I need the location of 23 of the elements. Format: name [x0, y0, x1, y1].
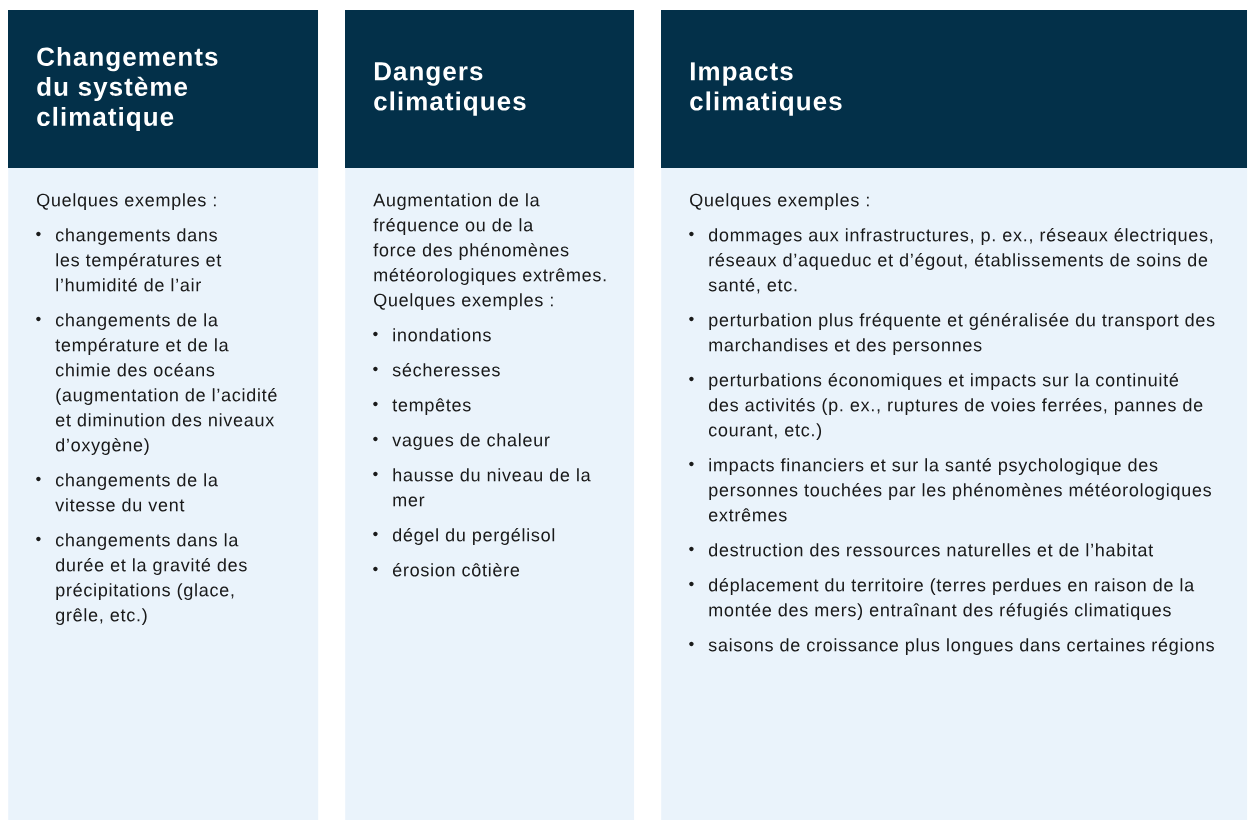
list-item: perturbations économiques et impacts sur la continuité des activités (p. ex., ruptures de voies ferrées, pannes de courant, etc.) [708, 373, 1203, 440]
list-item: sécheresses [392, 363, 500, 377]
column-heading: Changements du système climatique [37, 46, 218, 132]
list-item: impacts financiers et sur la santé psychologique des personnes touchées par les phénomènes météorologiques extrêmes [709, 458, 1211, 522]
list-item: changements dans les températures et l’humidité de l’air [55, 228, 222, 292]
list-item: perturbation plus fréquente et généralisée du transport des marchandises et des personnes [709, 313, 1215, 355]
list-item: changements dans la durée et la gravité des précipitations (glace, grêle, etc.) [55, 533, 247, 625]
column-heading: Impacts climatiques [690, 62, 842, 116]
intro-text: Quelques exemples : [37, 193, 216, 210]
list-item: érosion côtière [393, 563, 520, 577]
intro-text: Augmentation de la fréquence ou de la force des phénomènes météorologiques extrêmes. Quelques exemples : [373, 193, 606, 310]
list-item: changements de la vitesse du vent [55, 473, 218, 512]
intro-text: Quelques exemples : [690, 193, 869, 210]
list-item: saisons de croissance plus longues dans certaines régions [708, 638, 1214, 655]
list-item: destruction des ressources naturelles et de l’habitat [708, 543, 1153, 557]
list-item: déplacement du territoire (terres perdues en raison de la montée des mers) entraînant des réfugiés climatiques [708, 578, 1195, 620]
list-item: changements de la température et de la chimie des océans (augmentation de l’acidité et diminution des niveaux d’oxygène) [55, 313, 277, 455]
column-heading: Dangers climatiques [374, 62, 526, 116]
list-item: tempêtes [392, 398, 471, 415]
list-item: inondations [393, 328, 491, 342]
list-item: vagues de chaleur [392, 433, 550, 450]
list-item: dégel du pergélisol [392, 528, 555, 545]
list-item: dommages aux infrastructures, p. ex., réseaux électriques, réseaux d’aqueduc et d’égout, établissements de soins de santé, etc. [708, 228, 1213, 294]
